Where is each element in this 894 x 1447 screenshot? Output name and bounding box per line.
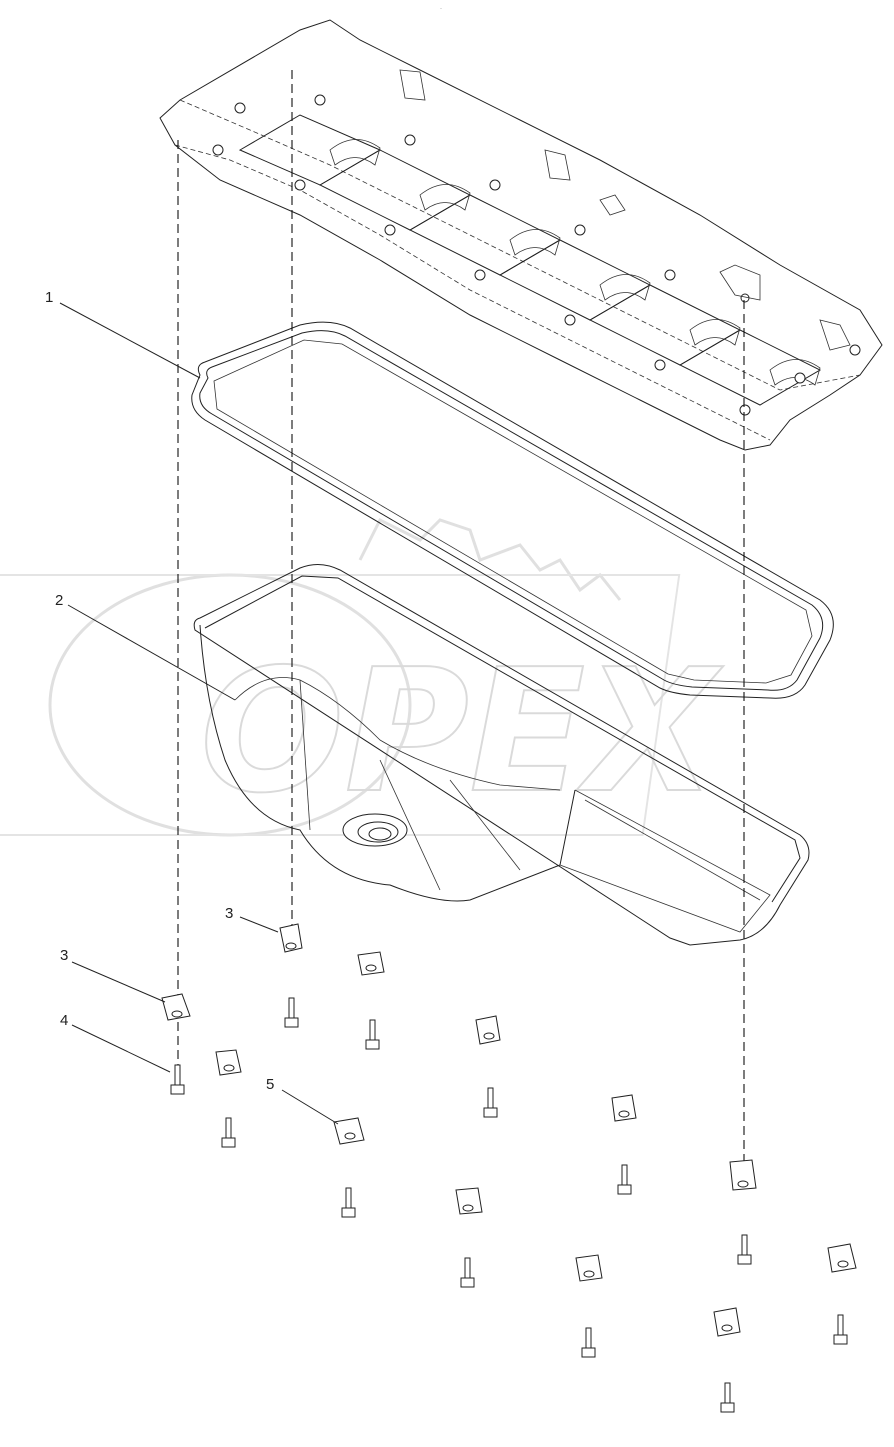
spacer xyxy=(215,1049,242,1076)
bolt xyxy=(720,1382,735,1413)
spacer xyxy=(333,1117,365,1145)
spacer xyxy=(455,1187,483,1215)
bolt xyxy=(737,1234,752,1265)
bolt xyxy=(833,1314,848,1345)
spacer xyxy=(279,923,303,953)
callout-labels: 1 2 3 3 4 5 xyxy=(45,289,274,1093)
callout-4: 4 xyxy=(60,1012,68,1029)
bolt xyxy=(365,1019,380,1050)
spacer xyxy=(827,1243,857,1273)
spacer-set xyxy=(161,923,857,1337)
callout-3b: 3 xyxy=(60,947,68,964)
oil-pan xyxy=(193,564,810,946)
bolt xyxy=(460,1257,475,1288)
watermark-text: OPEX xyxy=(200,633,724,831)
engine-block xyxy=(159,19,883,451)
bolt xyxy=(341,1187,356,1218)
bolt xyxy=(221,1117,236,1148)
bolt-set xyxy=(170,997,848,1413)
callout-2: 2 xyxy=(55,592,63,609)
spacer xyxy=(575,1254,603,1282)
header-mark: · xyxy=(440,6,442,12)
callout-3a: 3 xyxy=(225,905,233,922)
callout-leaders xyxy=(59,302,339,1125)
bolt xyxy=(284,997,299,1028)
spacer xyxy=(729,1159,757,1191)
spacer xyxy=(161,993,191,1021)
bolt xyxy=(483,1087,498,1118)
callout-1: 1 xyxy=(45,289,53,306)
callout-5: 5 xyxy=(266,1076,274,1093)
alignment-lines xyxy=(177,70,745,1175)
spacer xyxy=(611,1094,637,1122)
bolt xyxy=(617,1164,632,1195)
spacer xyxy=(357,951,385,976)
spacer xyxy=(713,1307,741,1337)
bolt xyxy=(581,1327,596,1358)
spacer xyxy=(475,1015,501,1045)
gasket xyxy=(191,321,834,699)
bolt xyxy=(170,1064,185,1095)
watermark: OPEX xyxy=(0,517,725,837)
